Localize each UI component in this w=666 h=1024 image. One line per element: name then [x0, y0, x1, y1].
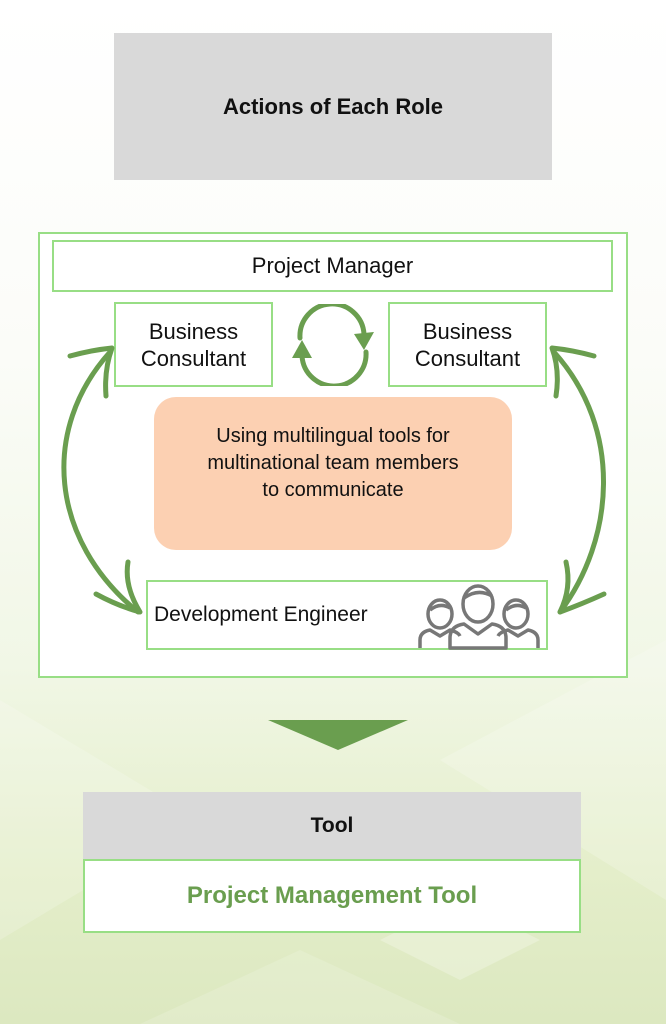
business-consultant-right-line2: Consultant [414, 345, 521, 371]
development-engineer-label: Development Engineer [154, 603, 368, 626]
team-people-icon [418, 584, 540, 650]
business-consultant-left-box: Business Consultant [114, 302, 273, 387]
business-consultant-right-line1: Business [422, 318, 513, 344]
tool-value-text: Project Management Tool [186, 882, 478, 909]
business-consultant-right-box: Business Consultant [388, 302, 547, 387]
project-manager-label: Project Manager [251, 253, 414, 278]
section-title-text: Actions of Each Role [222, 93, 444, 119]
project-manager-box: Project Manager [52, 240, 613, 292]
business-consultant-left-line1: Business [148, 318, 239, 344]
flow-arrows [61, 345, 607, 615]
section-title: Actions of Each Role [114, 33, 552, 180]
refresh-cycle-icon [292, 304, 374, 386]
business-consultant-left-line2: Consultant [140, 345, 247, 371]
left-curved-double-arrow [61, 345, 143, 615]
communication-note: Using multilingual tools for multination… [154, 397, 512, 550]
tool-header: Tool [83, 792, 581, 859]
note-line-3: to communicate [262, 479, 404, 501]
note-line-1: Using multilingual tools for [216, 425, 450, 447]
down-triangle-arrow-icon [268, 720, 408, 750]
tool-header-text: Tool [310, 813, 354, 837]
note-line-2: multinational team members [207, 452, 459, 474]
tool-value-box: Project Management Tool [83, 859, 581, 933]
right-curved-double-arrow [549, 345, 607, 615]
